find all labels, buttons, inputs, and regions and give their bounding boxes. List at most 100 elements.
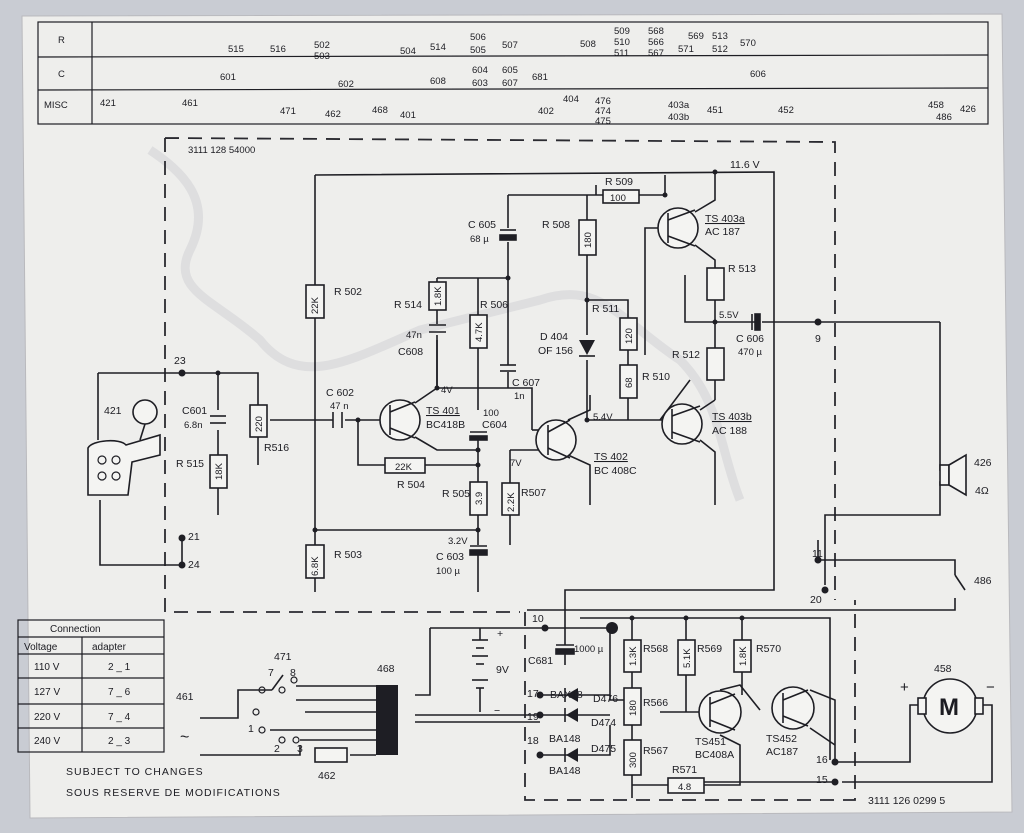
switch-label: 486 <box>974 575 992 587</box>
adapter-connection-table: Connection Voltage adapter 110 V 2 _ 1 1… <box>17 619 165 753</box>
pcb-boundary-lower <box>524 600 856 801</box>
r506-body <box>469 314 488 349</box>
c602-ref: C 602 <box>326 387 354 399</box>
hdr-m-421: 421 <box>100 98 116 109</box>
c605: C 605 68 µ <box>468 219 517 245</box>
r571-ref: R571 <box>672 764 697 776</box>
ts452-ref: TS452 <box>766 733 797 745</box>
c601-ref: C601 <box>182 405 207 417</box>
d475-type: BA148 <box>549 765 581 777</box>
hdr-c-602: 602 <box>338 79 354 90</box>
node-11: 11 <box>812 548 823 560</box>
c603-val: 100 µ <box>436 566 460 577</box>
microphone-421: 421 <box>87 399 161 496</box>
motor-label: 458 <box>934 663 952 675</box>
motor-minus: − <box>986 679 995 696</box>
r515-val: 18K <box>214 462 225 480</box>
r516-val: 220 <box>254 416 265 432</box>
table-title: Connection <box>50 624 101 635</box>
hdr-m-476: 476 <box>595 96 611 107</box>
c602-val: 47 n <box>330 401 349 412</box>
r502-ref: R 502 <box>334 286 362 298</box>
battery-minus: − <box>494 705 500 717</box>
r505-ref: R 505 <box>442 488 470 500</box>
d474-type: BA148 <box>549 733 581 745</box>
r504-ref: R 504 <box>397 479 425 491</box>
hdr-c-601: 601 <box>220 72 236 83</box>
hdr-m-404: 404 <box>563 94 579 105</box>
r512-body <box>706 347 725 381</box>
r514-body <box>428 281 447 311</box>
battery-plus: + <box>497 628 503 640</box>
ts402-ref: TS 402 <box>594 451 628 463</box>
table-row-4-voltage: 240 V <box>34 736 60 747</box>
hdr-m-426: 426 <box>960 104 976 115</box>
ts403b: TS 403b AC 188 <box>661 403 752 445</box>
hdr-c-681: 681 <box>532 72 548 83</box>
r511-val: 120 <box>624 328 635 344</box>
voltage-selector-471: 471 461 ~ 462 <box>176 651 348 782</box>
d476-type: BAX18 <box>550 689 583 701</box>
c601: C601 6.8n <box>182 405 226 431</box>
hdr-c-608: 608 <box>430 76 446 87</box>
hdr-m-458: 458 <box>928 100 944 111</box>
ts403b-ref: TS 403b <box>712 411 752 423</box>
switch-486: 486 <box>954 574 992 591</box>
r503-body <box>305 544 325 579</box>
node-10: 10 <box>532 613 544 625</box>
r515-ref: R 515 <box>176 458 204 470</box>
r516-body <box>249 404 268 438</box>
ts401: TS 401 BC418B <box>379 399 465 441</box>
r510-val: 68 <box>624 377 635 388</box>
hdr-m-402: 402 <box>538 106 554 117</box>
r506-val: 4.7K <box>474 322 485 342</box>
hdr-r-571: 571 <box>678 44 694 55</box>
table-row-1-voltage: 110 V <box>34 662 60 673</box>
r571-val: 4.8 <box>678 782 691 793</box>
d475-ref: D475 <box>591 743 616 755</box>
node-7: 7 <box>268 667 274 679</box>
hdr-r-505: 505 <box>470 45 486 56</box>
r569-val: 5.1K <box>682 648 693 668</box>
r503-val: 6.8K <box>310 556 321 576</box>
ts403a-type: AC 187 <box>705 226 740 238</box>
table-row-1-adapter: 2 _ 1 <box>108 662 131 673</box>
ts401-ref: TS 401 <box>426 405 460 417</box>
hdr-m-486: 486 <box>936 112 952 123</box>
r570-val: 1.8K <box>738 646 749 666</box>
r568-ref: R568 <box>643 643 668 655</box>
r567-body <box>623 739 642 776</box>
selector-label: 471 <box>274 651 292 663</box>
motor-plus: + <box>900 679 909 696</box>
r506-ref: R 506 <box>480 299 508 311</box>
c603-ref: C 603 <box>436 551 464 563</box>
d474: D474 BA148 <box>549 708 616 745</box>
speaker-426: 426 4Ω <box>939 453 992 497</box>
c601-val: 6.8n <box>184 420 203 431</box>
c607-val: 1n <box>514 391 525 402</box>
c604-val: 100 <box>483 408 499 419</box>
hdr-r-515: 515 <box>228 44 244 55</box>
r507-ref: R507 <box>521 487 546 499</box>
hdr-r-513: 513 <box>712 31 728 42</box>
ts452: TS452 AC187 <box>766 686 815 758</box>
hdr-m-403a: 403a <box>668 100 690 111</box>
speaker-value: 4Ω <box>975 485 989 497</box>
ac-symbol: ~ <box>180 729 189 746</box>
r507-val: 2.2K <box>506 492 517 512</box>
voltage-5-5v: 5.5V <box>719 310 739 321</box>
pcb-boundary-upper <box>164 137 836 613</box>
hdr-r-504: 504 <box>400 46 416 57</box>
d404-ref: D 404 <box>540 331 568 343</box>
r567-ref: R567 <box>643 745 668 757</box>
hdr-m-475: 475 <box>595 116 611 127</box>
d475: D475 BA148 <box>549 743 616 777</box>
hdr-m-451: 451 <box>707 105 723 116</box>
r512-ref: R 512 <box>672 349 700 361</box>
hdr-r-566: 566 <box>648 37 664 48</box>
node-16: 16 <box>816 754 828 766</box>
c681-ref: C681 <box>528 655 553 667</box>
ts452-type: AC187 <box>766 746 798 758</box>
c681-val: 1000 µ <box>574 644 604 655</box>
r570-body <box>733 639 752 673</box>
